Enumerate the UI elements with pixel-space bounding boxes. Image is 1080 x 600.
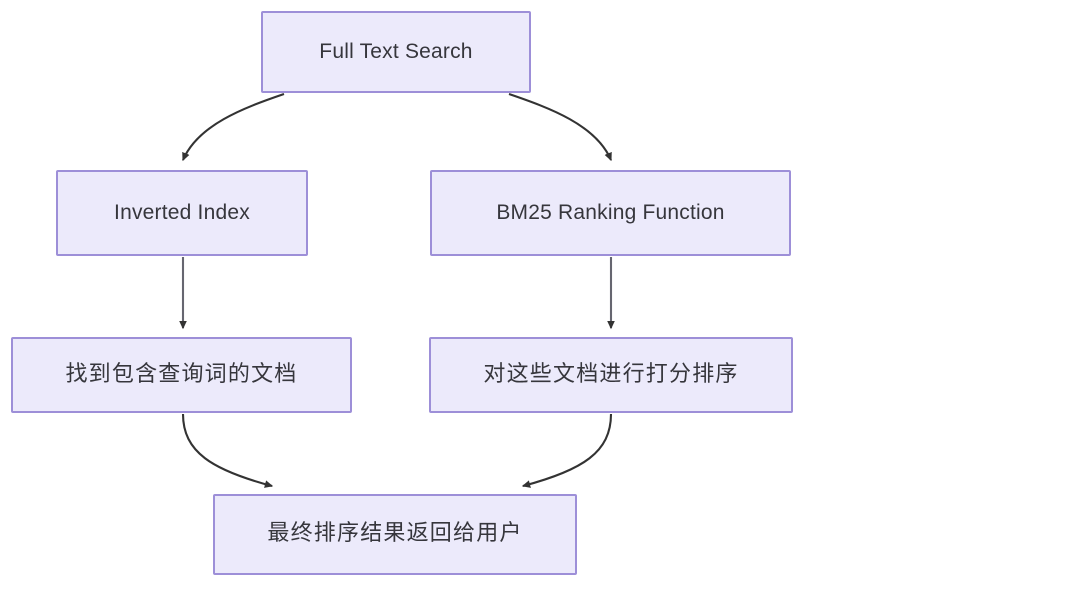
node-bm25-ranking-function[interactable]: BM25 Ranking Function — [430, 170, 791, 256]
node-inverted-index[interactable]: Inverted Index — [56, 170, 308, 256]
node-label-return-ranked-results: 最终排序结果返回给用户 — [267, 521, 523, 547]
node-label-find-matching-documents: 找到包含查询词的文档 — [65, 361, 298, 387]
node-label-full-text-search: Full Text Search — [319, 40, 473, 64]
node-find-matching-documents[interactable]: 找到包含查询词的文档 — [11, 337, 352, 413]
edge-fts-to-bm25 — [508, 93, 612, 162]
node-label-score-and-rank-documents: 对这些文档进行打分排序 — [483, 361, 739, 387]
node-score-and-rank-documents[interactable]: 对这些文档进行打分排序 — [429, 337, 793, 413]
edge-score-docs-to-return-results — [521, 413, 613, 488]
node-full-text-search[interactable]: Full Text Search — [261, 11, 531, 93]
edge-find-docs-to-return-results — [181, 413, 274, 488]
node-return-ranked-results[interactable]: 最终排序结果返回给用户 — [213, 494, 577, 575]
edge-fts-to-inverted-index — [182, 93, 285, 162]
node-label-inverted-index: Inverted Index — [114, 201, 250, 225]
node-label-bm25-ranking-function: BM25 Ranking Function — [496, 201, 725, 225]
